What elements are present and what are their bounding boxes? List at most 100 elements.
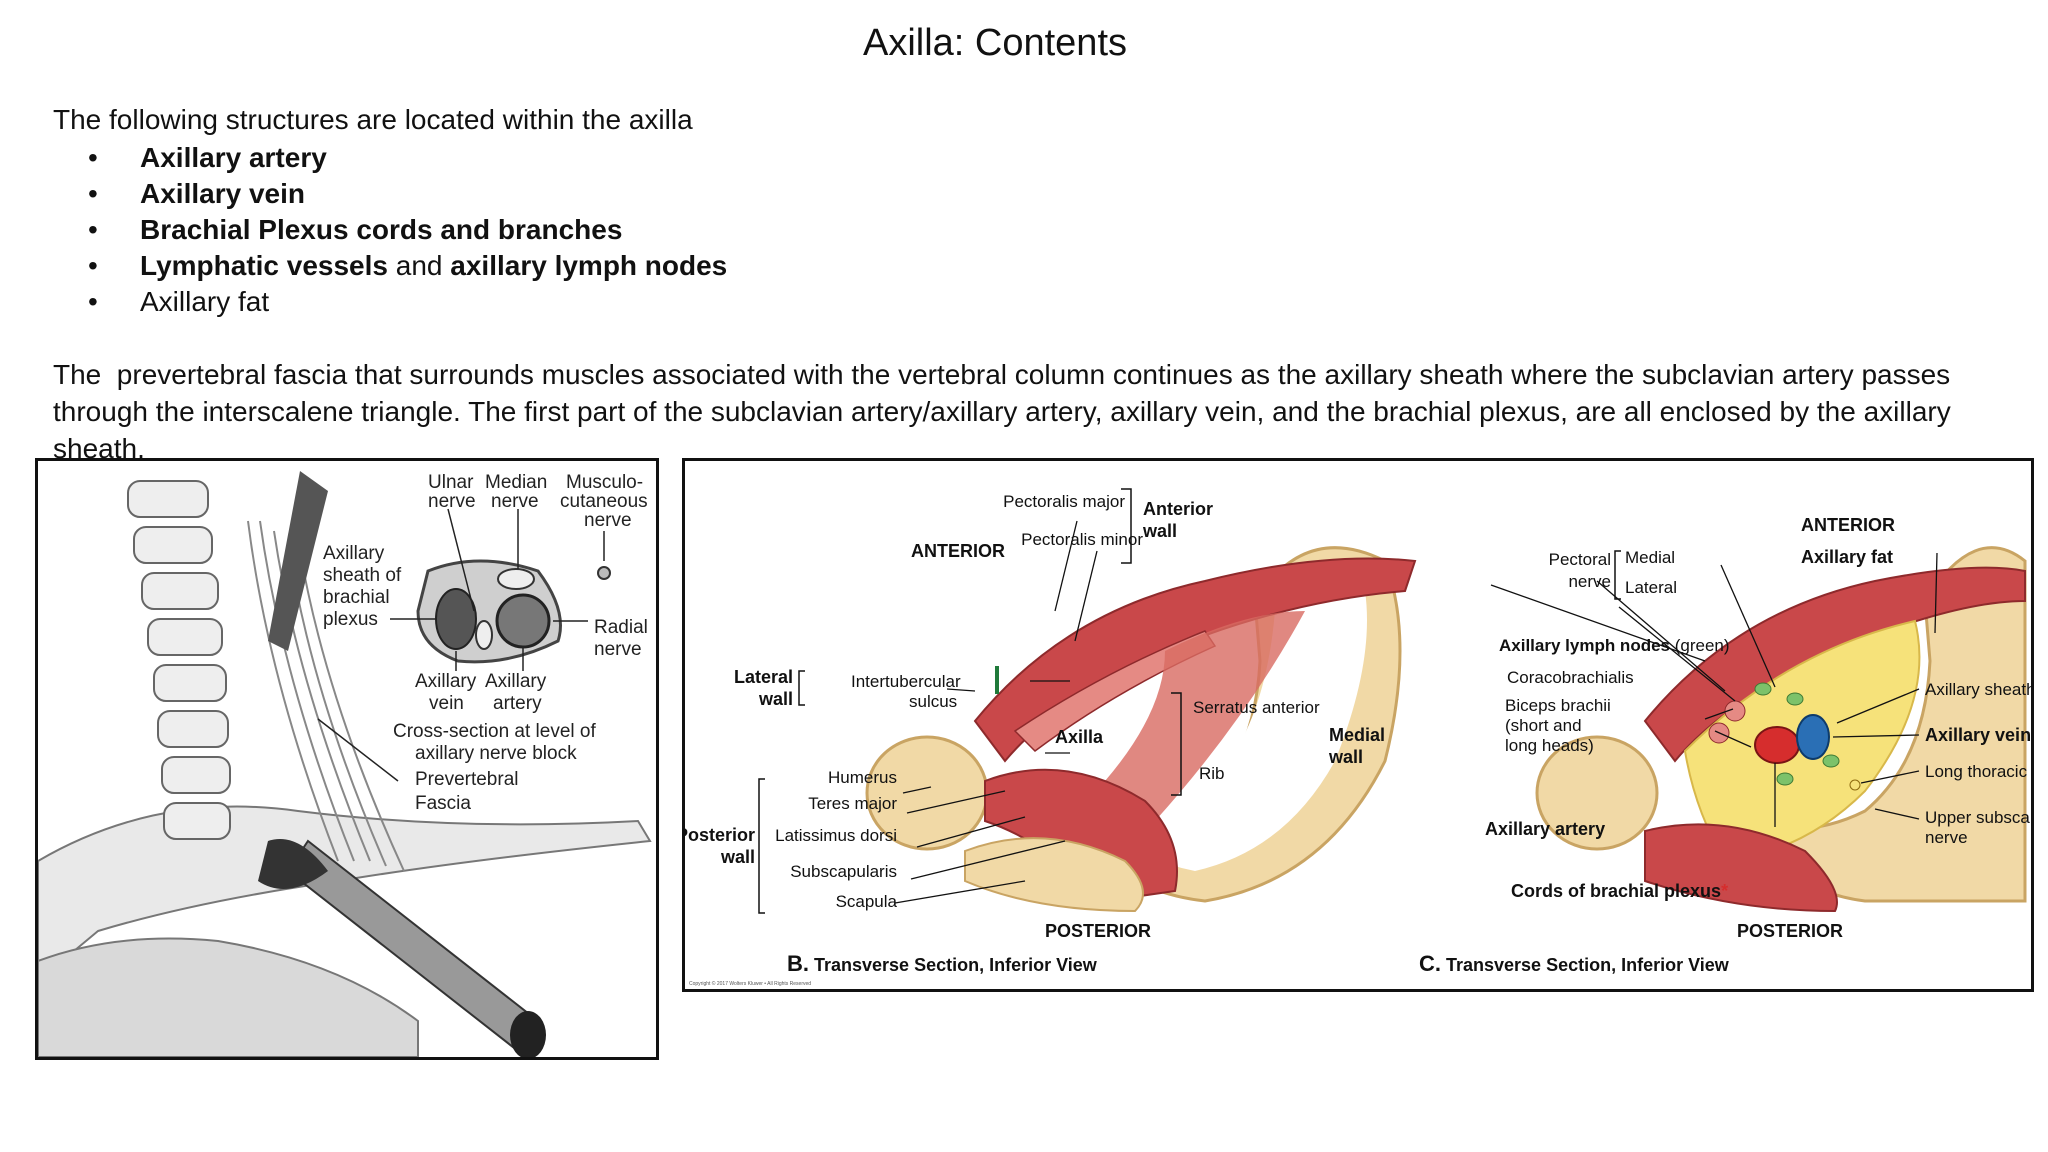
label-pectoralis-major: Pectoralis major (1003, 492, 1125, 511)
label-serratus-anterior: Serratus anterior (1193, 698, 1320, 717)
sheath-paragraph: The prevertebral fascia that surrounds m… (53, 359, 1959, 464)
scalene-dark-band (268, 471, 328, 651)
caption-c: C. Transverse Section, Inferior View (1419, 951, 1730, 976)
label-biceps-1: Biceps brachii (1505, 696, 1611, 715)
panel-b-leaders (894, 520, 1098, 904)
label-pectoral-nerve-2: nerve (1568, 572, 1611, 591)
list-item: •Axillary artery (88, 140, 727, 176)
label-rib: Rib (1199, 764, 1225, 783)
rib-shape (38, 937, 419, 1057)
label-long-thoracic: Long thoracic nerve (1925, 762, 2031, 781)
bullet-marker: • (88, 250, 98, 281)
figure-transverse-sections: Pectoralis major Pectoralis minor Anteri… (682, 458, 2034, 992)
vertebral-column (127, 480, 231, 840)
label-upper-subscapular-1: Upper subscapular (1925, 808, 2031, 827)
figure-a-drawing: Ulnar nerve Median nerve Musculo- cutane… (38, 471, 652, 1057)
label-axilla: Axilla (1055, 727, 1104, 747)
item-brachial-plexus: Brachial Plexus cords and branches (140, 214, 623, 245)
label-sheath-line4: plexus (323, 609, 378, 630)
list-item: •Axillary fat (88, 284, 727, 320)
label-ulnar-line1: Ulnar (428, 472, 474, 493)
cross-section-inset (416, 559, 611, 664)
label-vein-line2: vein (429, 693, 464, 714)
label-cross-section-line2: axillary nerve block (415, 743, 577, 764)
latissimus-c (1644, 823, 1838, 913)
label-lateral-pectoral: Lateral (1625, 578, 1677, 597)
scalene-muscles (247, 520, 405, 872)
rib-inner-b (1105, 584, 1367, 871)
list-item: •Axillary vein (88, 176, 727, 212)
label-posterior-wall-2: wall (720, 847, 755, 867)
label-median-line2: nerve (491, 491, 539, 512)
label-cross-section-line1: Cross-section at level of (393, 721, 596, 742)
median-nerve-oval (497, 568, 535, 590)
scapula-b (964, 837, 1144, 913)
label-axillary-fat: Axillary fat (1801, 547, 1893, 567)
label-intertubercular-1: Intertubercular (851, 672, 961, 691)
bullet-marker: • (88, 142, 98, 173)
label-radial-line1: Radial (594, 617, 648, 638)
label-cords-text: Cords of brachial plexus (1511, 881, 1721, 901)
figure-axillary-sheath: Ulnar nerve Median nerve Musculo- cutane… (35, 458, 659, 1060)
label-artery-line2: artery (493, 693, 542, 714)
label-medial-pectoral: Medial (1625, 548, 1675, 567)
label-biceps-2: (short and (1505, 716, 1582, 735)
caption-b-text: Transverse Section, Inferior View (809, 955, 1098, 975)
item-axillary-fat: Axillary fat (140, 286, 270, 317)
label-sheath-line3: brachial (323, 587, 390, 608)
panel-c-anatomy (1535, 546, 2027, 913)
label-prevertebral-line1: Prevertebral (415, 769, 519, 790)
intro-text: The following structures are located wit… (53, 104, 693, 135)
label-cords-asterisk: * (1721, 881, 1728, 901)
label-radial-line2: nerve (594, 639, 642, 660)
figure-a-leaders (317, 508, 605, 782)
label-anterior-c: ANTERIOR (1801, 515, 1895, 535)
label-coracobrachialis: Coracobrachialis (1507, 668, 1634, 687)
label-sheath-line2: sheath of (323, 565, 402, 586)
lymph-nodes-c (1754, 682, 1840, 786)
pectoral-nerve-bracket (1614, 550, 1621, 600)
label-musculo-line2: cutaneous (560, 491, 648, 512)
label-anterior-wall-1: Anterior (1143, 499, 1213, 519)
label-anterior-b: ANTERIOR (911, 541, 1005, 561)
musculocutaneous-nerve-dot (597, 566, 611, 580)
label-pectoralis-minor: Pectoralis minor (1021, 530, 1143, 549)
label-sheath-line1: Axillary (323, 543, 385, 564)
item-connector: and (387, 250, 451, 281)
item-lymph-nodes: axillary lymph nodes (450, 250, 728, 281)
caption-c-text: Transverse Section, Inferior View (1441, 955, 1730, 975)
copyright-notice: Copyright © 2017 Wolters Kluwer • All Ri… (689, 980, 811, 987)
caption-b: B. Transverse Section, Inferior View (787, 951, 1098, 976)
label-axillary-sheath: Axillary sheath (1925, 680, 2031, 699)
label-lymph-nodes-note: (green) (1670, 636, 1730, 655)
list-item: •Lymphatic vessels and axillary lymph no… (88, 248, 727, 284)
label-median-line1: Median (485, 472, 547, 493)
label-lymph-nodes: Axillary lymph nodes (green) (1499, 636, 1730, 655)
label-latissimus-dorsi: Latissimus dorsi (775, 826, 897, 845)
label-axillary-vein: Axillary vein (1925, 725, 2031, 745)
label-medial-wall-1: Medial (1329, 725, 1385, 745)
caption-c-letter: C. (1419, 951, 1441, 976)
label-intertubercular-2: sulcus (909, 692, 957, 711)
label-medial-wall-2: wall (1328, 747, 1363, 767)
label-cords: Cords of brachial plexus* (1511, 881, 1728, 901)
label-teres-major: Teres major (808, 794, 897, 813)
label-lateral-wall-2: wall (758, 689, 793, 709)
dark-vessel-mass (258, 839, 328, 889)
label-scapula: Scapula (836, 892, 898, 911)
label-lymph-nodes-bold: Axillary lymph nodes (1499, 636, 1670, 655)
label-musculo-line3: nerve (584, 510, 632, 531)
label-axillary-artery: Axillary artery (1485, 819, 1605, 839)
label-musculo-line1: Musculo- (566, 472, 643, 493)
label-ulnar-line2: nerve (428, 491, 476, 512)
humerus-c (1535, 735, 1659, 851)
label-anterior-wall-2: wall (1142, 521, 1177, 541)
label-lateral-wall-1: Lateral (734, 667, 793, 687)
bullet-marker: • (88, 214, 98, 245)
ulnar-nerve-oval (475, 620, 493, 650)
label-pectoral-nerve-1: Pectoral (1549, 550, 1611, 569)
axillary-vein-c (1796, 714, 1830, 760)
long-thoracic-nerve-c (1849, 779, 1861, 791)
panel-b-brackets (758, 488, 1182, 914)
axillary-artery-c (1754, 726, 1800, 764)
